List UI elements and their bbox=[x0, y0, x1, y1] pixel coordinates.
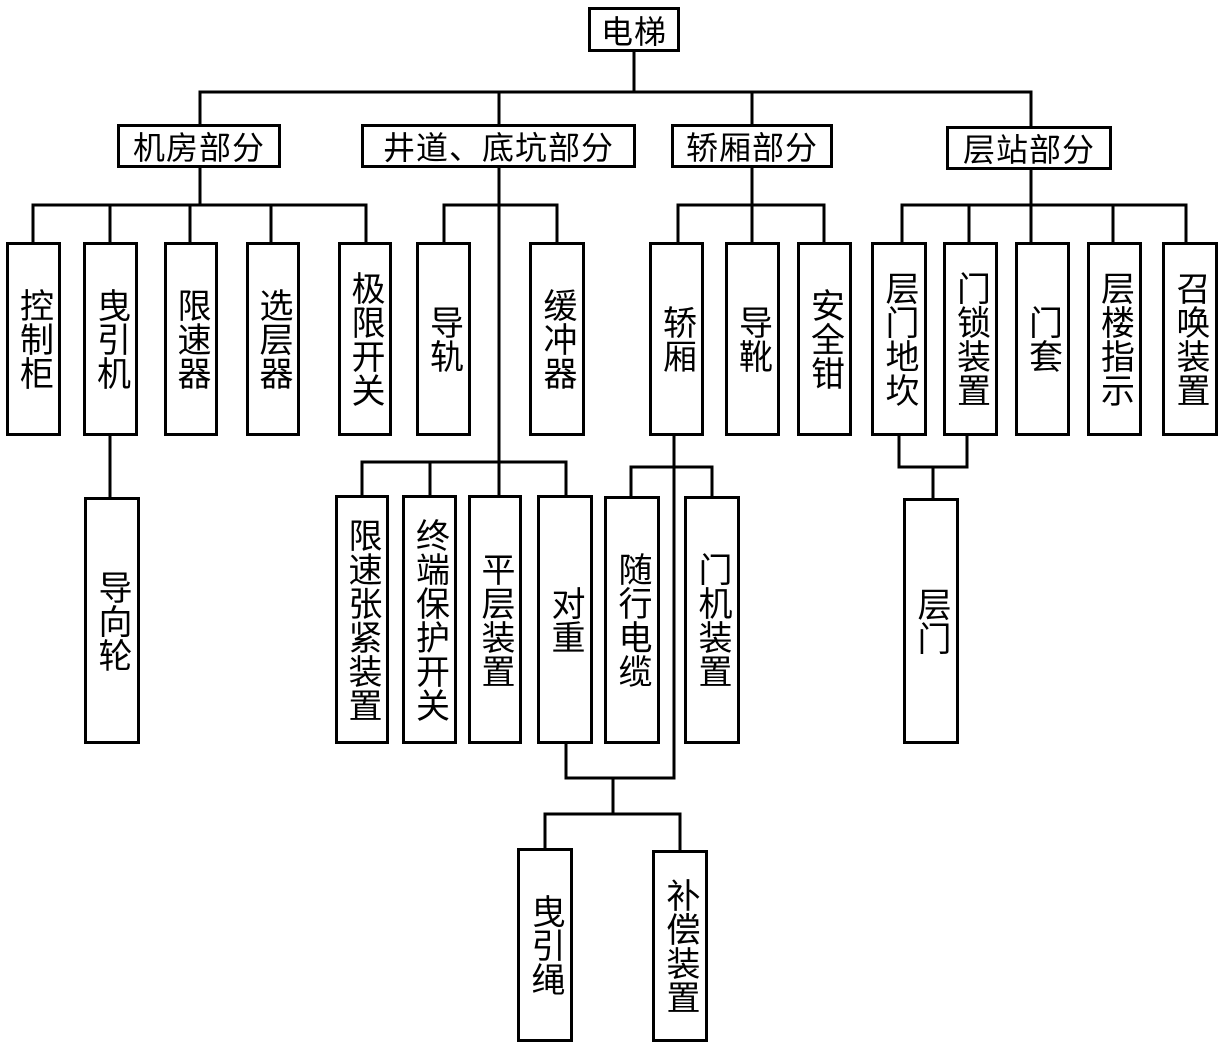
item-call-device: 召唤装置 bbox=[1162, 242, 1218, 436]
item-door-operator: 门机装置 bbox=[684, 496, 740, 744]
item-terminal-switch: 终端保护开关 bbox=[402, 495, 457, 744]
item-guide-rail: 导轨 bbox=[416, 242, 471, 436]
item-control-cabinet: 控制柜 bbox=[6, 242, 61, 436]
section-car: 轿厢部分 bbox=[671, 124, 833, 168]
item-traction-rope: 曳引绳 bbox=[517, 848, 573, 1042]
item-safety-gear: 安全钳 bbox=[797, 242, 852, 436]
item-leveling-device: 平层装置 bbox=[468, 495, 522, 744]
item-guide-shoe: 导靴 bbox=[725, 242, 780, 436]
item-car: 轿厢 bbox=[649, 242, 704, 436]
item-door-lock: 门锁装置 bbox=[943, 242, 998, 436]
section-shaft-pit: 井道、底坑部分 bbox=[361, 124, 636, 168]
section-machine-room: 机房部分 bbox=[117, 124, 281, 168]
item-buffer: 缓冲器 bbox=[529, 242, 585, 436]
item-tensioner: 限速张紧装置 bbox=[335, 495, 389, 744]
item-limit-switch: 极限开关 bbox=[338, 242, 392, 436]
item-landing-sill: 层门地坎 bbox=[871, 242, 927, 436]
root-elevator: 电梯 bbox=[588, 7, 680, 52]
item-guide-wheel: 导向轮 bbox=[84, 497, 140, 744]
item-door-frame: 门套 bbox=[1015, 242, 1070, 436]
item-counterweight: 对重 bbox=[537, 495, 593, 744]
item-floor-selector: 选层器 bbox=[246, 242, 300, 436]
item-speed-governor: 限速器 bbox=[164, 242, 218, 436]
item-floor-indicator: 层楼指示 bbox=[1087, 242, 1142, 436]
item-landing-door: 层门 bbox=[903, 498, 959, 744]
item-traction-machine: 曳引机 bbox=[83, 242, 138, 436]
item-compensation-device: 补偿装置 bbox=[652, 850, 708, 1042]
section-landing: 层站部分 bbox=[946, 126, 1112, 170]
item-travel-cable: 随行电缆 bbox=[604, 496, 660, 744]
